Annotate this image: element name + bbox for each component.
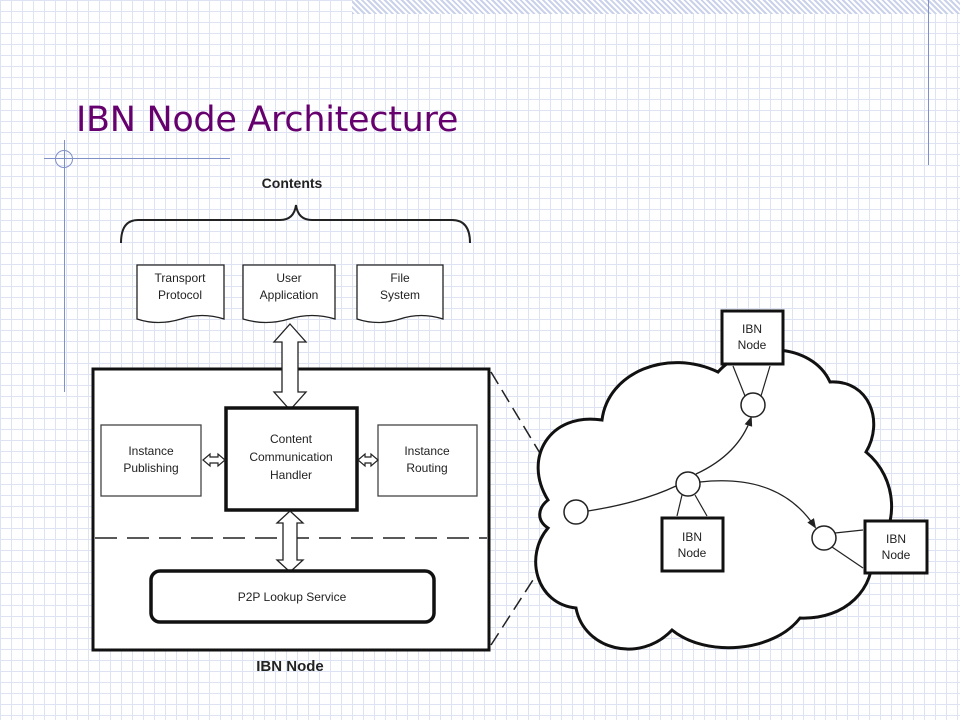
label-line: Node xyxy=(738,338,767,352)
label-line: Transport xyxy=(155,271,207,285)
p2p-lookup-label: P2P Lookup Service xyxy=(238,590,347,604)
instance-publishing-box xyxy=(100,424,202,497)
pointer-line xyxy=(676,494,683,517)
network-node-circle xyxy=(675,471,701,497)
double-arrow-handler-routing xyxy=(357,452,379,468)
network-node-label-center: IBN Node xyxy=(660,494,725,573)
route-arrow-to-right xyxy=(699,480,817,529)
label-line: Handler xyxy=(270,468,312,482)
label-line: Node xyxy=(882,548,911,562)
label-line: IBN xyxy=(682,530,702,544)
pointer-line xyxy=(834,529,864,534)
label-line: File xyxy=(390,271,410,285)
network-node-label-right: IBN Node xyxy=(831,519,929,575)
contents-brace xyxy=(120,204,471,244)
double-arrow-contents-handler xyxy=(272,323,308,411)
slide-title: IBN Node Architecture xyxy=(76,100,459,140)
label-line: Routing xyxy=(406,461,447,475)
accent-line-left xyxy=(64,140,65,392)
route-arrow-to-top xyxy=(695,416,753,475)
network-node-circle xyxy=(740,392,766,418)
label-line: IBN xyxy=(742,322,762,336)
label-line: Content xyxy=(270,432,313,446)
label-line: Instance xyxy=(128,444,174,458)
network-node-circle xyxy=(811,525,837,551)
ibn-node-caption: IBN Node xyxy=(256,658,324,675)
pointer-line xyxy=(760,365,771,397)
zoom-line-bottom xyxy=(490,517,574,646)
route-arrow-to-center xyxy=(587,485,677,512)
crosshair-circle xyxy=(55,150,73,168)
pointer-line xyxy=(694,494,708,517)
label-line: User xyxy=(276,271,301,285)
pointer-line xyxy=(732,365,746,397)
network-node-circle xyxy=(563,499,589,525)
label-line: Publishing xyxy=(123,461,178,475)
label-line: IBN xyxy=(886,532,906,546)
network-node-label-top: IBN Node xyxy=(720,309,785,397)
accent-line-right xyxy=(928,0,929,165)
content-handler-box xyxy=(224,406,359,512)
label-line: Protocol xyxy=(158,288,202,302)
node-label-text: IBN Node xyxy=(882,532,911,562)
label-line: System xyxy=(380,288,420,302)
instance-routing-box xyxy=(377,424,478,497)
label-line: Instance xyxy=(404,444,450,458)
p2p-lookup-box xyxy=(149,569,436,624)
double-arrow-publishing-handler xyxy=(202,452,226,468)
header-hatch-band xyxy=(352,0,960,14)
accent-line-under-title xyxy=(44,158,230,159)
network-cloud xyxy=(534,348,893,651)
pointer-line xyxy=(831,546,864,569)
label-line: Communication xyxy=(249,450,332,464)
node-label-text: IBN Node xyxy=(678,530,707,560)
contents-label: Contents xyxy=(262,175,323,191)
label-line: Application xyxy=(260,288,319,302)
label-line: Node xyxy=(678,546,707,560)
node-label-text: IBN Node xyxy=(738,322,767,352)
